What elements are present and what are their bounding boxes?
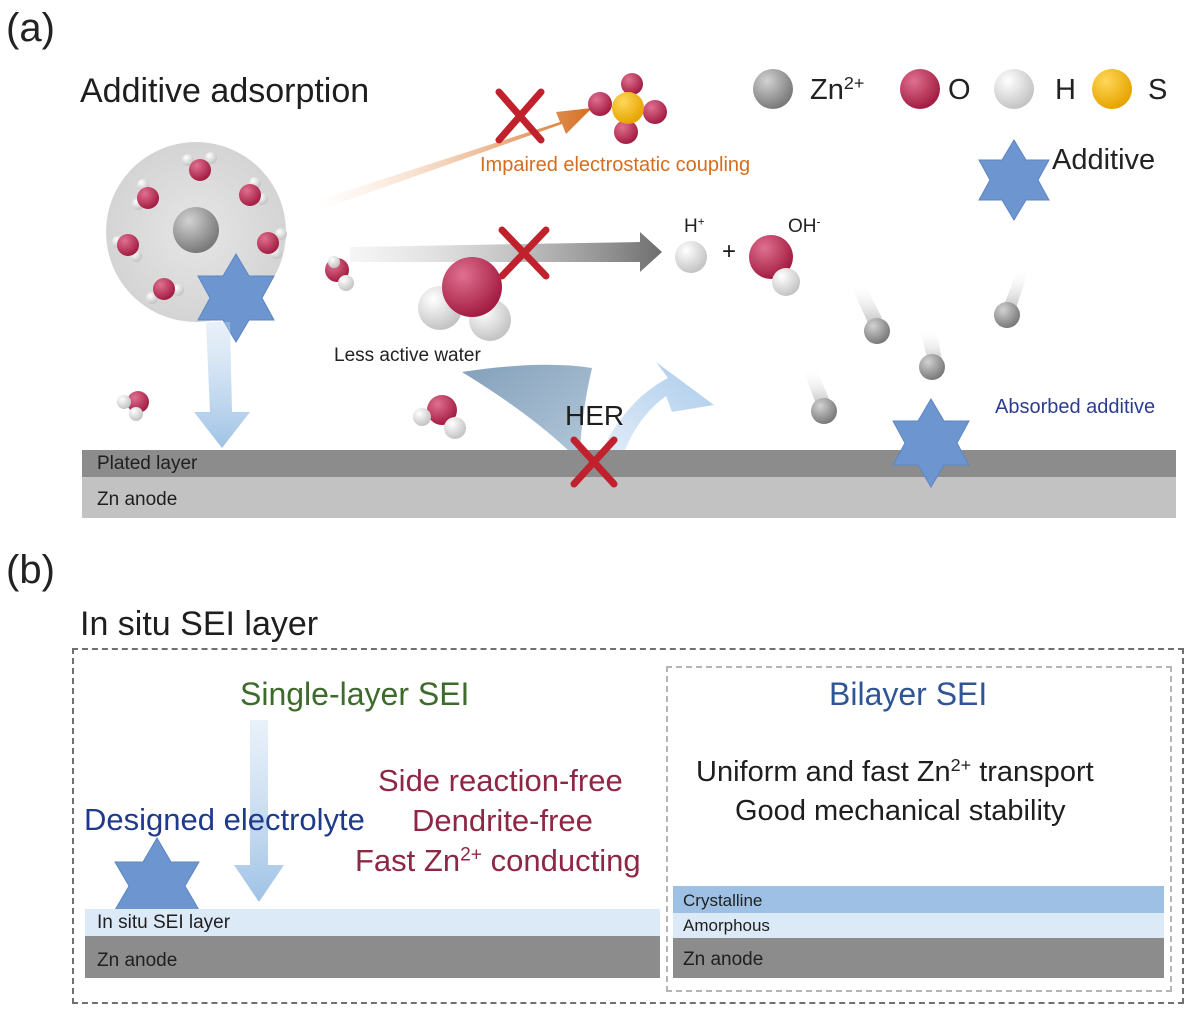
absorbed-additive-star bbox=[892, 398, 970, 488]
panel-a-label: (a) bbox=[6, 6, 55, 50]
her-arrow-up bbox=[598, 362, 714, 458]
legend-o-ball bbox=[900, 69, 940, 109]
zn-anode-label-a: Zn anode bbox=[97, 489, 178, 510]
water-molecule bbox=[132, 179, 159, 210]
water-molecule bbox=[239, 177, 268, 206]
bilayer-line-1-post: transport bbox=[971, 756, 1094, 788]
blocked-cross bbox=[495, 88, 545, 144]
bilayer-line-1-pre: Uniform and fast Zn bbox=[696, 756, 951, 788]
designed-electrolyte-label: Designed electrolyte bbox=[84, 802, 365, 837]
free-water bbox=[117, 391, 149, 421]
amorphous-label: Amorphous bbox=[683, 916, 770, 935]
free-water bbox=[413, 395, 466, 439]
plated-layer-label: Plated layer bbox=[97, 453, 198, 474]
less-active-water-molecule bbox=[418, 257, 511, 341]
sei-layer-band bbox=[85, 909, 660, 936]
legend-o-label: O bbox=[948, 74, 971, 106]
sei-outer-box bbox=[72, 648, 1184, 1004]
her-label: HER bbox=[565, 400, 625, 431]
h-ion-charge: + bbox=[697, 215, 705, 229]
oh-ion-base: OH bbox=[788, 216, 817, 237]
zn-ion-center bbox=[173, 207, 219, 253]
zn-anode-label-bilayer: Zn anode bbox=[683, 949, 764, 970]
less-active-water-label: Less active water bbox=[334, 345, 481, 366]
oh-ion-charge: - bbox=[816, 215, 821, 229]
bilayer-sei-heading: Bilayer SEI bbox=[829, 676, 988, 712]
zn-anode-band-single bbox=[85, 936, 660, 978]
water-molecule bbox=[182, 152, 217, 181]
bilayer-line-2: Good mechanical stability bbox=[735, 795, 1066, 827]
h-ion-ball bbox=[675, 241, 707, 273]
plated-layer-band bbox=[82, 450, 1176, 477]
benefit-fast-charge: 2+ bbox=[460, 844, 482, 866]
impaired-coupling-arrow bbox=[318, 108, 592, 210]
legend-s-ball bbox=[1092, 69, 1132, 109]
amorphous-band bbox=[673, 913, 1164, 938]
oh-ion-label: OH- bbox=[788, 215, 821, 237]
water-molecule bbox=[257, 228, 287, 259]
benefit-fast-conducting: Fast Zn2+ conducting bbox=[355, 845, 641, 876]
legend-zn-symbol: Zn bbox=[810, 74, 844, 106]
single-sei-arrow bbox=[234, 720, 284, 902]
her-arrow-down bbox=[462, 364, 592, 462]
adsorption-arrow bbox=[194, 322, 250, 448]
impaired-coupling-label: Impaired electrostatic coupling bbox=[480, 154, 751, 176]
benefit-dendrite: Dendrite-free bbox=[412, 803, 593, 838]
legend-zn-charge: 2+ bbox=[843, 73, 865, 94]
zn-anode-label-single: Zn anode bbox=[97, 950, 178, 971]
crystalline-band bbox=[673, 886, 1164, 913]
bilayer-line-1-charge: 2+ bbox=[950, 755, 972, 776]
additive-star-shell bbox=[197, 253, 275, 343]
her-blocked-cross bbox=[570, 436, 618, 488]
legend-zn-ball bbox=[753, 69, 793, 109]
legend-s-label: S bbox=[1148, 74, 1168, 106]
bilayer-box bbox=[666, 666, 1172, 992]
panel-b-label: (b) bbox=[6, 548, 55, 592]
panel-b-title: In situ SEI layer bbox=[80, 605, 319, 643]
water-molecule bbox=[146, 278, 184, 304]
legend-additive-label: Additive bbox=[1052, 144, 1156, 176]
benefit-side-reaction: Side reaction-free bbox=[378, 763, 623, 798]
legend-h-ball bbox=[994, 69, 1034, 109]
dissociation-arrow bbox=[350, 232, 662, 272]
solvating-waters bbox=[112, 152, 287, 304]
benefit-fast-post: conducting bbox=[482, 843, 641, 878]
single-sei-heading: Single-layer SEI bbox=[240, 676, 470, 712]
h-ion-label: H+ bbox=[684, 215, 705, 237]
bilayer-line-1: Uniform and fast Zn2+ transport bbox=[696, 755, 1094, 788]
panel-a-title: Additive adsorption bbox=[80, 72, 370, 110]
zn-anode-band-a bbox=[82, 477, 1176, 518]
crystalline-label: Crystalline bbox=[683, 891, 763, 910]
legend-h-label: H bbox=[1055, 74, 1076, 106]
free-water bbox=[325, 256, 354, 291]
h-ion-base: H bbox=[684, 216, 698, 237]
legend-zn-label: Zn2+ bbox=[810, 73, 865, 106]
sei-layer-label: In situ SEI layer bbox=[97, 912, 231, 933]
falling-zn-ions bbox=[804, 268, 1028, 424]
sulfate-anion bbox=[588, 73, 667, 144]
benefit-fast-pre: Fast Zn bbox=[355, 843, 461, 878]
blocked-cross bbox=[498, 226, 550, 280]
absorbed-additive-label: Absorbed additive bbox=[995, 396, 1156, 418]
hydroxide-ball bbox=[749, 235, 800, 296]
plus-sign: + bbox=[722, 238, 737, 265]
legend-additive-star bbox=[978, 139, 1050, 221]
water-molecule bbox=[112, 234, 142, 262]
zn-anode-band-bilayer bbox=[673, 938, 1164, 978]
